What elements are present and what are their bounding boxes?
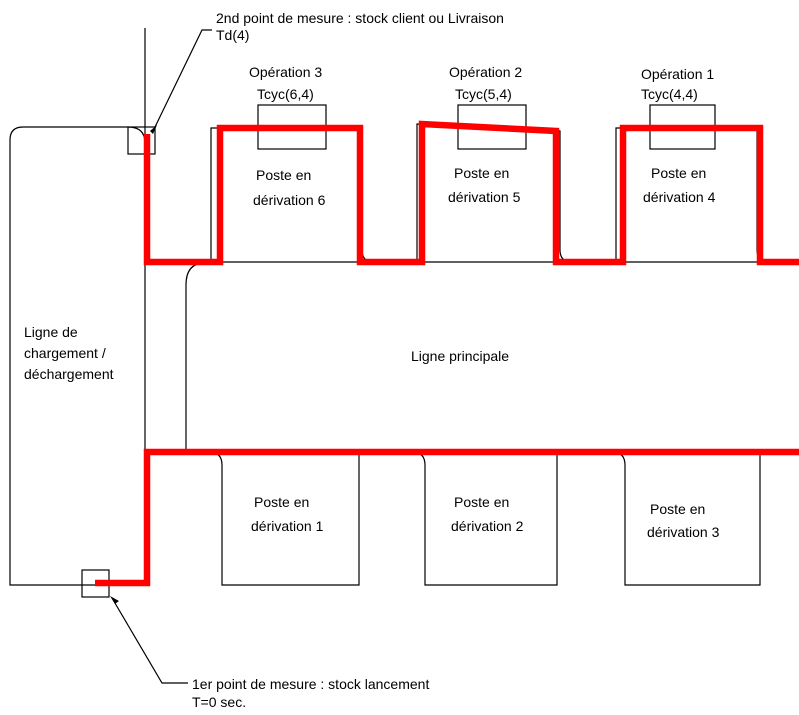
station-6-label-line2: dérivation 6 [253,192,326,208]
station-4-label-line1: Poste en [651,165,706,181]
station-5-label-line2: dérivation 5 [448,189,521,205]
station-3-label-line1: Poste en [650,501,705,517]
measure-point-1-label-line1: 1er point de mesure : stock lancement [192,676,429,692]
loading-line-label-line1: Ligne de [24,324,78,340]
measure-point-2-box [127,126,156,155]
loading-line-label-line2: chargement / [24,345,106,361]
station-1-label-line2: dérivation 1 [251,518,324,534]
station-5-label-line1: Poste en [454,165,509,181]
operation-1-tcyc: Tcyc(4,4) [641,86,698,102]
measure-point-2-arrowhead [150,125,157,134]
loading-line-label-line3: déchargement [24,366,114,382]
station-4-label-line2: dérivation 4 [643,189,716,205]
loading-line-box [9,28,146,586]
operation-1-name: Opération 1 [641,66,714,82]
operation-2-tcyc: Tcyc(5,4) [455,86,512,102]
measure-point-1-arrowhead [110,596,119,604]
measure-point-2-label-line2: Td(4) [216,27,249,43]
main-line-label: Ligne principale [411,348,509,364]
station-6-label-line1: Poste en [256,167,311,183]
operation-3-tcyc: Tcyc(6,4) [257,86,314,102]
measure-point-1-leader [111,597,188,684]
product-route-line [95,448,799,587]
operation-2-name: Opération 2 [449,64,522,80]
station-3-outline [611,451,761,586]
measure-point-2-leader [154,29,212,128]
station-2-label-line2: dérivation 2 [451,518,524,534]
station-3-label-line2: dérivation 3 [647,524,720,540]
main-line-left-wall [185,262,206,452]
product-route-line-top [143,120,799,266]
operation-3-name: Opération 3 [249,64,322,80]
measure-point-2-label-line1: 2nd point de mesure : stock client ou Li… [216,10,504,26]
station-2-label-line1: Poste en [454,494,509,510]
station-1-label-line1: Poste en [254,494,309,510]
measure-point-1-label-line2: T=0 sec. [192,694,246,710]
